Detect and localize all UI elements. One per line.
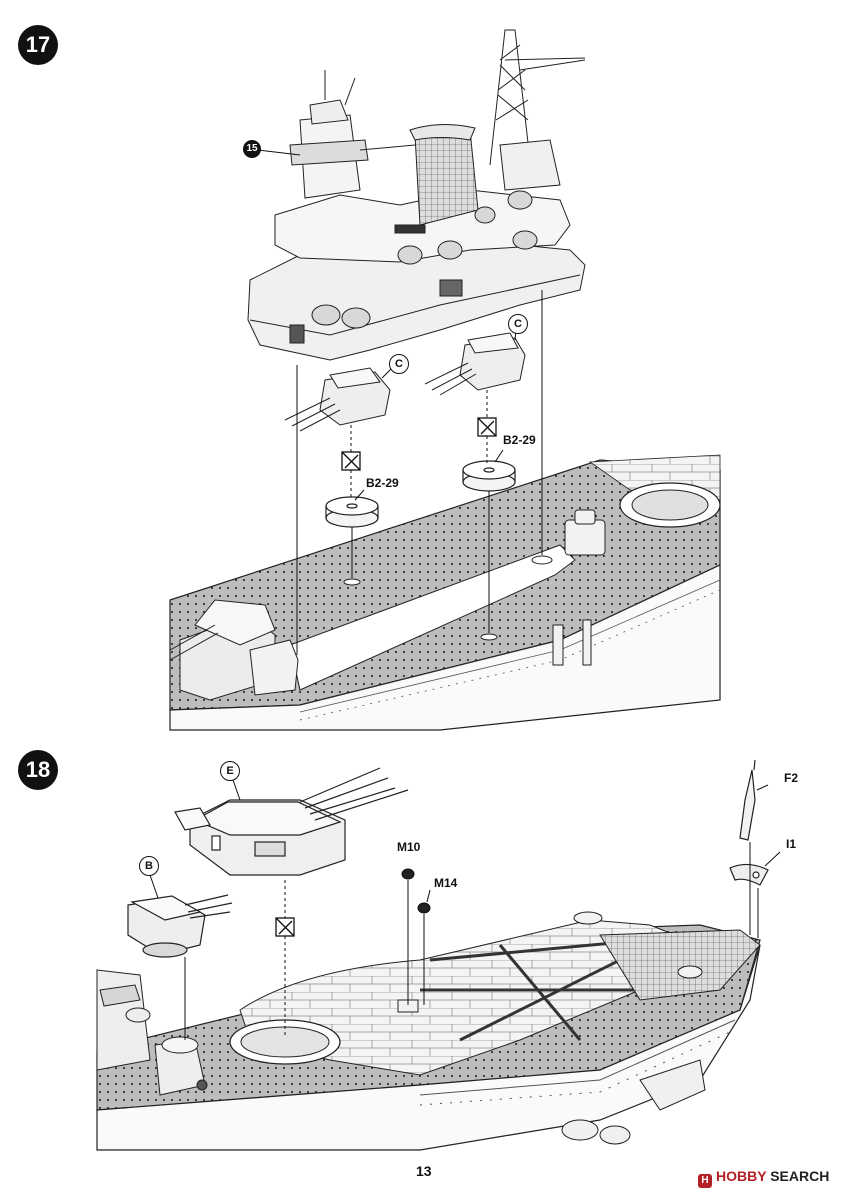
step-number-badge: 17 — [18, 25, 58, 65]
part-callout-15: 15 — [243, 140, 261, 158]
part-label-b2-29: B2-29 — [503, 433, 536, 447]
no-glue-icon — [275, 917, 295, 937]
step-number-badge: 18 — [18, 750, 58, 790]
step17-superstructure — [247, 29, 586, 361]
no-glue-icon — [477, 417, 497, 437]
step18-hull-deck — [96, 911, 761, 1151]
part-label-f2: F2 — [784, 771, 799, 785]
turret-e — [174, 767, 409, 876]
part-callout-c: C — [508, 314, 528, 334]
step17-disc-right — [462, 460, 516, 492]
part-f2 — [739, 759, 756, 841]
part-label-b2-29: B2-29 — [366, 476, 399, 490]
part-callout-c: C — [389, 354, 409, 374]
turret-b — [127, 894, 233, 958]
step17-hull-deck — [169, 454, 721, 731]
step17-turret-left — [284, 367, 391, 432]
watermark: H HOBBY SEARCH — [698, 1168, 829, 1188]
part-callout-e: E — [220, 761, 240, 781]
step17-disc-left — [325, 496, 379, 528]
no-glue-icon — [341, 451, 361, 471]
watermark-text: SEARCH — [770, 1168, 830, 1184]
step17-turret-right — [424, 332, 526, 396]
step18-guide-lines — [149, 776, 781, 1040]
part-label-m14: M14 — [434, 876, 458, 890]
part-label-m10: M10 — [397, 840, 421, 854]
part-label-i1: I1 — [786, 837, 797, 851]
watermark-brand: HOBBY — [716, 1168, 767, 1184]
part-i1 — [729, 863, 769, 886]
part-m14 — [417, 902, 431, 914]
page-number: 13 — [416, 1163, 432, 1179]
part-callout-b: B — [139, 856, 159, 876]
watermark-logo: H — [698, 1174, 712, 1188]
part-m10 — [401, 868, 415, 880]
